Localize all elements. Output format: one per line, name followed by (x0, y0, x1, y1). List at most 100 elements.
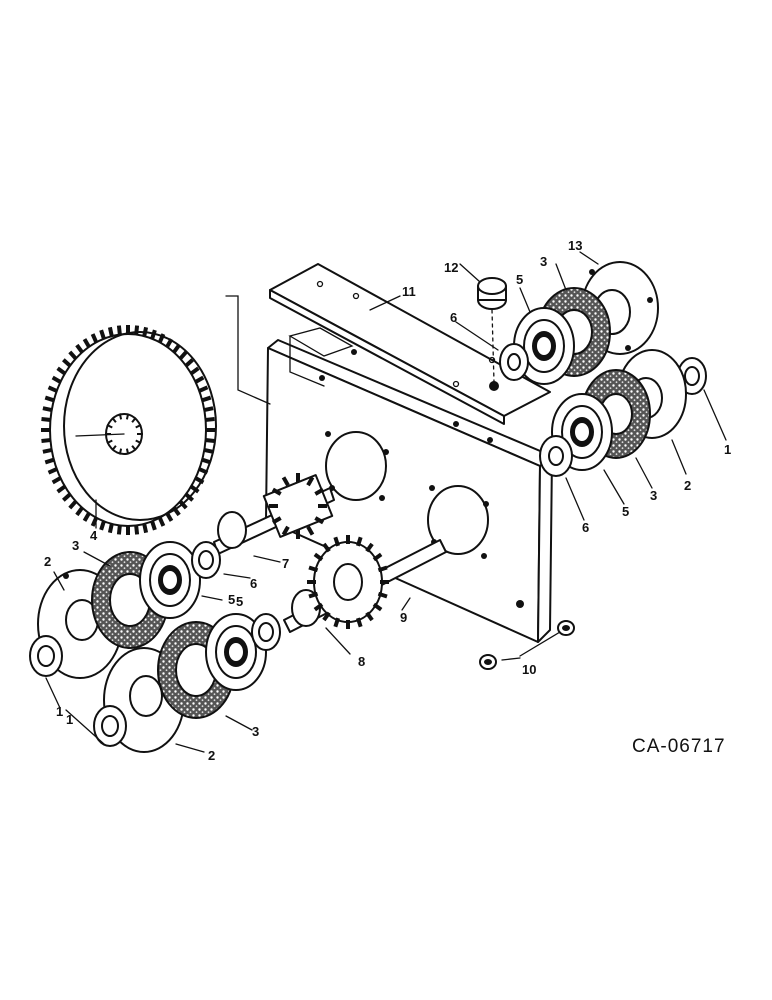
gear-tooth (372, 552, 383, 562)
callout-12: 12 (444, 260, 458, 275)
callout-5-lower-right: 5 (622, 504, 629, 519)
gear-tooth (75, 343, 85, 356)
callout-6-lower-right: 6 (582, 520, 589, 535)
gear-tooth (377, 591, 388, 599)
gear-tooth (47, 466, 60, 475)
seal-left-lower (93, 705, 127, 747)
gear-tooth (56, 483, 68, 494)
gear-tooth (107, 326, 115, 339)
gear-tooth (44, 457, 57, 465)
callout-5-upper-right: 5 (516, 272, 523, 287)
callout-2-left-upper: 2 (44, 554, 51, 569)
gear-tooth (164, 338, 174, 350)
gear-tooth (308, 591, 319, 599)
callout-5-left-b: 5 (236, 594, 243, 609)
gear-tooth (365, 611, 374, 622)
gear-tooth (51, 375, 64, 385)
washer-lower-right (539, 435, 573, 477)
gear-tooth (106, 423, 113, 429)
large-spur-gear (41, 295, 271, 535)
drain-plug-hole (516, 600, 524, 608)
gear-tooth (322, 611, 331, 622)
gear-tooth (183, 358, 194, 369)
gear-tooth (62, 358, 73, 369)
gear-tooth (372, 602, 383, 612)
gear-tooth (131, 416, 137, 423)
gear-tooth (149, 518, 157, 531)
gear-tooth (333, 617, 341, 628)
gear-tooth (203, 417, 215, 423)
gear-tooth (177, 350, 188, 362)
callout-3-lower-right: 3 (650, 488, 657, 503)
gear-tooth (106, 439, 113, 445)
callout-labels: 4 7 8 9 10 11 12 13 6 5 3 1 2 3 5 6 2 3 … (44, 238, 731, 763)
gear-tooth (199, 395, 212, 403)
callout-3-upper-right: 3 (540, 254, 547, 269)
gear-tooth (281, 476, 290, 487)
gear-tooth (203, 437, 215, 443)
drawing-code: CA-06717 (632, 736, 726, 757)
gear-tooth (111, 445, 117, 452)
gear-tooth (308, 565, 319, 573)
gear-tooth (313, 602, 324, 612)
gear-tooth (125, 413, 130, 420)
gear-tooth (68, 498, 79, 510)
gear-tooth (133, 523, 140, 535)
gear-tooth (41, 417, 53, 423)
left-bearing-stack (29, 541, 281, 753)
gear-tooth (322, 542, 331, 553)
callout-11: 11 (402, 284, 416, 299)
gear-tooth (196, 466, 209, 475)
lower-shaft (283, 535, 447, 633)
callout-5-left: 5 (228, 592, 235, 607)
callout-9: 9 (400, 610, 407, 625)
gear-tooth (107, 521, 115, 534)
gear-tooth (196, 385, 209, 394)
gear-tooth (75, 504, 85, 517)
gear-tooth (333, 536, 341, 547)
gear-tooth (42, 406, 55, 413)
gear-tooth (355, 536, 363, 547)
gear-tooth (201, 406, 214, 413)
upper-shaft (213, 473, 335, 555)
gear-tooth (135, 439, 142, 445)
leader-lines (45, 251, 727, 753)
gear-tooth (131, 445, 137, 452)
callout-1-left-a: 1 (56, 704, 63, 719)
right-bearing-stack (499, 261, 707, 477)
callout-3-left-lower: 3 (252, 724, 259, 739)
callout-2-left-lower: 2 (208, 748, 215, 763)
breather-hole (489, 381, 499, 391)
gear-tooth (62, 491, 73, 502)
gear-tooth (157, 515, 166, 527)
gear-tooth (141, 521, 149, 534)
washer-left-upper (191, 541, 221, 579)
callout-8: 8 (358, 654, 365, 669)
pipe-plugs (479, 620, 575, 670)
washer-upper-right (499, 343, 529, 381)
callout-3-left-upper: 3 (72, 538, 79, 553)
gear-tooth (355, 617, 363, 628)
gear-tooth (90, 333, 99, 345)
washer-left-lower (251, 613, 281, 651)
callout-13: 13 (568, 238, 582, 253)
gear-tooth (116, 325, 123, 337)
housing-bore-upper (325, 431, 387, 501)
gear-tooth (306, 476, 315, 487)
gear-tooth (82, 510, 92, 522)
gear-tooth (56, 366, 68, 377)
callout-6-upper-right: 6 (450, 310, 457, 325)
gearbox-housing (265, 327, 553, 643)
gear-tooth (365, 542, 374, 553)
gear-tooth (44, 395, 57, 403)
housing-bore-lower (427, 485, 489, 555)
callout-4: 4 (90, 528, 98, 543)
gear-tooth (82, 338, 92, 350)
gear-tooth (188, 366, 200, 377)
gear-tooth (99, 518, 107, 531)
callout-6-left: 6 (250, 576, 257, 591)
gear-tooth (99, 329, 107, 342)
gear-tooth (201, 447, 214, 454)
gear-tooth (192, 375, 205, 385)
